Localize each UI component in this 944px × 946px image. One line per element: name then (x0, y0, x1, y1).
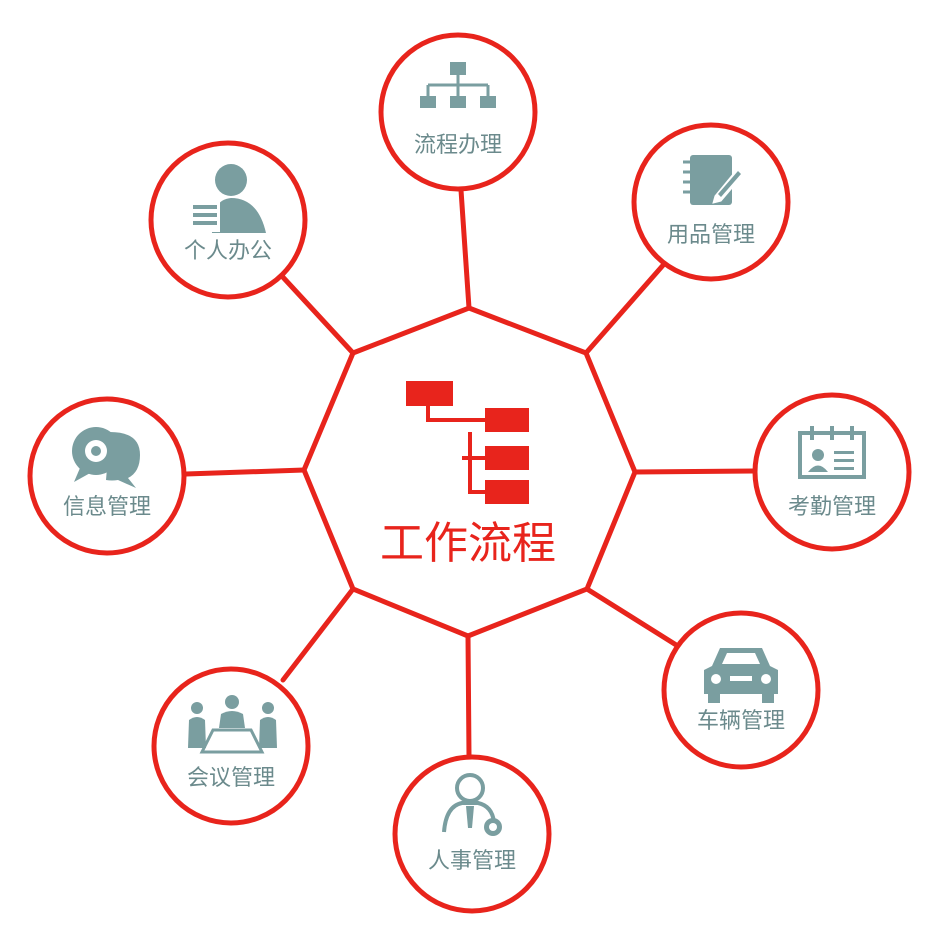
node-meeting[interactable]: 会议管理 (151, 666, 311, 826)
node-supplies[interactable]: 用品管理 (631, 122, 791, 282)
notebook-pen-icon (683, 155, 745, 205)
org-chart-icon (420, 62, 496, 108)
connector-workflow-process (458, 187, 472, 311)
connectors (183, 187, 757, 759)
connector-information (183, 467, 307, 477)
connector-personnel (465, 633, 472, 759)
node-label: 用品管理 (667, 223, 755, 248)
node-personnel[interactable]: 人事管理 (392, 754, 552, 914)
node-attendance[interactable]: 考勤管理 (752, 392, 912, 552)
person-gear-icon (442, 773, 502, 836)
node-label: 个人办公 (184, 239, 272, 264)
node-label: 考勤管理 (788, 495, 876, 520)
node-vehicle[interactable]: 车辆管理 (661, 610, 821, 770)
center-title: 工作流程 (380, 518, 556, 569)
node-label: 人事管理 (428, 849, 516, 874)
node-personal-office[interactable]: 个人办公 (148, 140, 308, 300)
node-workflow-process[interactable]: 流程办理 (378, 32, 538, 192)
node-label: 车辆管理 (697, 709, 785, 734)
connector-personal-office (277, 271, 356, 356)
car-icon (704, 648, 778, 703)
connector-meeting (280, 586, 356, 683)
meeting-people-icon (188, 695, 277, 754)
id-card-calendar-icon (798, 426, 866, 479)
node-label: 会议管理 (187, 766, 275, 791)
node-label: 信息管理 (63, 495, 151, 520)
node-information[interactable]: 信息管理 (27, 396, 187, 556)
connector-vehicle (584, 586, 684, 651)
workflow-icon (406, 381, 529, 504)
connector-attendance (632, 468, 757, 475)
chat-gear-icon (72, 427, 140, 488)
person-document-icon (190, 164, 266, 233)
node-label: 流程办理 (414, 133, 502, 158)
connector-supplies (583, 260, 668, 356)
